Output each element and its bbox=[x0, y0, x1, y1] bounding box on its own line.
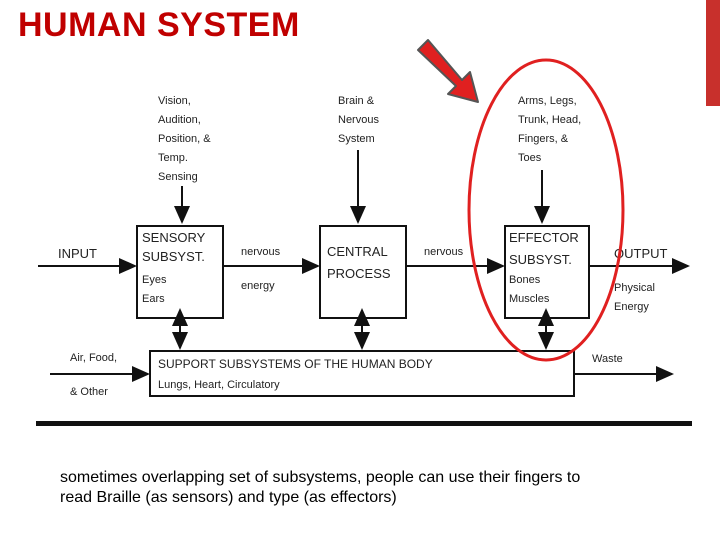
svg-text:Audition,: Audition, bbox=[158, 114, 201, 126]
svg-text:Toes: Toes bbox=[518, 152, 542, 164]
svg-text:Position, &: Position, & bbox=[158, 133, 211, 145]
output-label: OUTPUT bbox=[614, 246, 668, 261]
support-box-text: SUPPORT SUBSYSTEMS OF THE HUMAN BODY Lun… bbox=[158, 357, 433, 391]
accent-bar bbox=[706, 0, 720, 106]
svg-text:Trunk, Head,: Trunk, Head, bbox=[518, 114, 581, 126]
svg-text:SUBSYST.: SUBSYST. bbox=[142, 249, 205, 264]
caption-line-2: read Braille (as sensors) and type (as e… bbox=[60, 489, 397, 506]
brain-label: Brain & Nervous System bbox=[338, 95, 379, 145]
svg-text:Sensing: Sensing bbox=[158, 171, 198, 183]
air-food-label: Air, Food, bbox=[70, 352, 117, 364]
sensory-box-text: SENSORY SUBSYST. Eyes Ears bbox=[142, 230, 206, 305]
central-box-text: CENTRAL PROCESS bbox=[327, 244, 391, 281]
waste-label: Waste bbox=[592, 353, 623, 365]
svg-text:EFFECTOR: EFFECTOR bbox=[509, 230, 579, 245]
svg-text:Brain &: Brain & bbox=[338, 95, 375, 107]
central-process-box bbox=[319, 225, 407, 319]
svg-text:Vision,: Vision, bbox=[158, 95, 191, 107]
caption-line-1: sometimes overlapping set of subsystems,… bbox=[60, 469, 581, 486]
effector-box-text: EFFECTOR SUBSYST. Bones Muscles bbox=[509, 230, 579, 305]
link2-label: nervous bbox=[424, 246, 464, 258]
svg-text:SENSORY: SENSORY bbox=[142, 230, 206, 245]
highlight-ellipse bbox=[467, 58, 625, 362]
svg-text:Temp.: Temp. bbox=[158, 152, 188, 164]
svg-text:CENTRAL: CENTRAL bbox=[327, 244, 388, 259]
svg-text:Ears: Ears bbox=[142, 293, 165, 305]
link1-top-label: nervous bbox=[241, 246, 281, 258]
and-other-label: & Other bbox=[70, 386, 108, 398]
svg-text:Bones: Bones bbox=[509, 274, 541, 286]
red-pointer-arrow bbox=[417, 39, 479, 103]
link1-bottom-label: energy bbox=[241, 280, 275, 292]
svg-text:PROCESS: PROCESS bbox=[327, 266, 391, 281]
svg-text:Fingers, &: Fingers, & bbox=[518, 133, 569, 145]
svg-text:SUPPORT SUBSYSTEMS OF THE HUMA: SUPPORT SUBSYSTEMS OF THE HUMAN BODY bbox=[158, 357, 433, 371]
svg-text:Arms, Legs,: Arms, Legs, bbox=[518, 95, 577, 107]
svg-text:Muscles: Muscles bbox=[509, 293, 550, 305]
svg-text:System: System bbox=[338, 133, 375, 145]
bottom-rule bbox=[36, 421, 692, 426]
svg-text:Eyes: Eyes bbox=[142, 274, 167, 286]
input-label: INPUT bbox=[58, 246, 97, 261]
svg-text:SUBSYST.: SUBSYST. bbox=[509, 252, 572, 267]
svg-text:Lungs, Heart, Circulatory: Lungs, Heart, Circulatory bbox=[158, 379, 280, 391]
physical-label: Physical bbox=[614, 282, 655, 294]
effector-limbs-label: Arms, Legs, Trunk, Head, Fingers, & Toes bbox=[518, 95, 581, 164]
support-subsystems-box bbox=[149, 350, 575, 397]
sensing-inputs-label: Vision, Audition, Position, & Temp. Sens… bbox=[158, 95, 211, 183]
energy-label: Energy bbox=[614, 301, 649, 313]
svg-text:Nervous: Nervous bbox=[338, 114, 379, 126]
sensory-subsystem-box bbox=[136, 225, 224, 319]
caption: sometimes overlapping set of subsystems,… bbox=[60, 468, 680, 508]
page-title: HUMAN SYSTEM bbox=[18, 6, 300, 44]
effector-subsystem-box bbox=[504, 225, 590, 319]
